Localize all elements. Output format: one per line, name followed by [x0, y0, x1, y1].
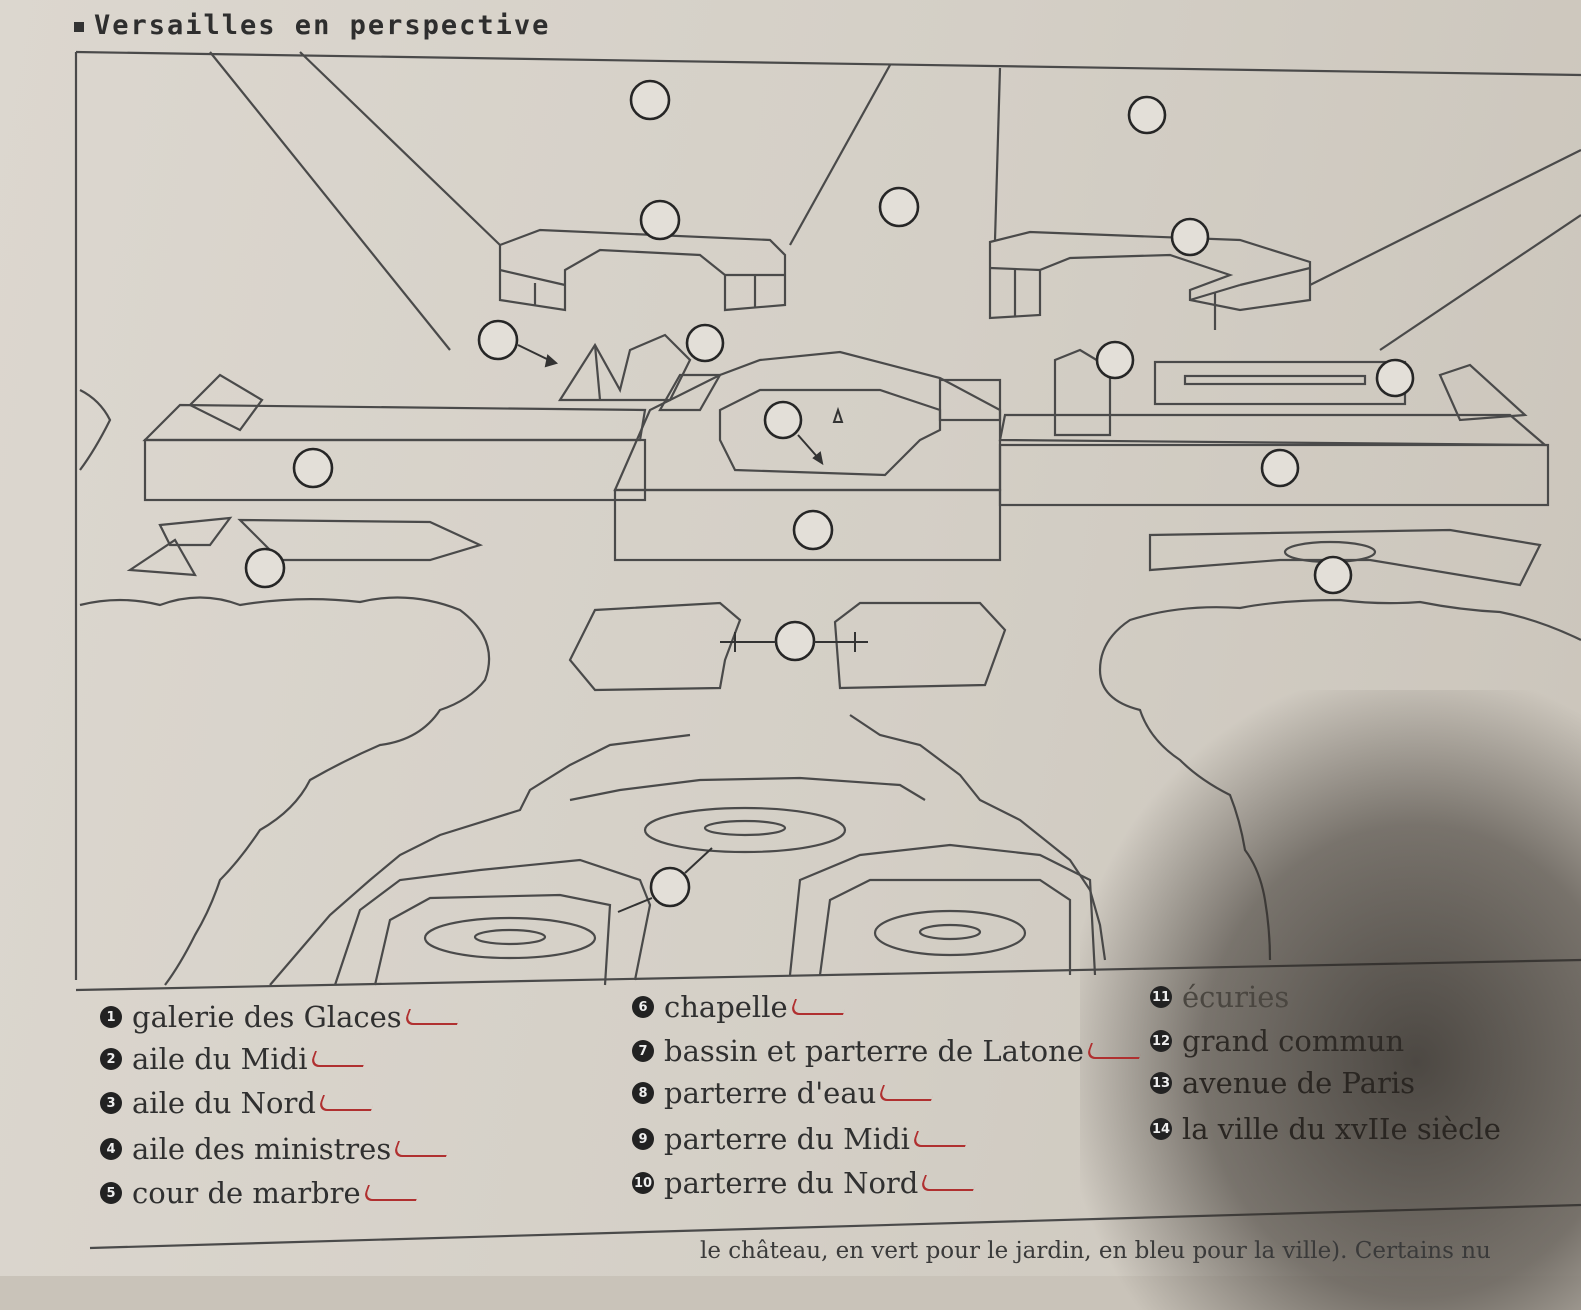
square-bullet-icon: [74, 21, 84, 32]
answer-circle[interactable]: [1095, 340, 1135, 380]
red-checkmark: [877, 1085, 938, 1101]
answer-circles: [244, 79, 1415, 908]
answer-circle[interactable]: [477, 319, 519, 361]
outbuildings: [188, 333, 1528, 437]
answer-circle[interactable]: [292, 447, 334, 489]
answer-circle[interactable]: [1127, 95, 1167, 135]
answer-circle[interactable]: [1260, 448, 1300, 488]
lower-garden: [269, 714, 1107, 986]
exercise-title: Versailles en perspective: [74, 10, 550, 41]
red-checkmark: [919, 1175, 980, 1191]
answer-circle[interactable]: [1375, 358, 1415, 398]
answer-circle[interactable]: [774, 620, 816, 662]
stables-right: [988, 230, 1312, 330]
red-checkmark: [402, 1009, 463, 1025]
versailles-plan-diagram: [74, 50, 1581, 1250]
answer-circle[interactable]: [878, 186, 920, 228]
red-checkmark: [392, 1141, 453, 1157]
answer-circle[interactable]: [792, 509, 834, 551]
stables-left: [498, 228, 787, 312]
answer-circle[interactable]: [763, 400, 803, 440]
footer-instruction-text: le château, en vert pour le jardin, en b…: [700, 1238, 1491, 1264]
answer-circle[interactable]: [244, 547, 286, 589]
avenues: [209, 51, 1581, 351]
answer-circle[interactable]: [629, 79, 671, 121]
red-checkmark: [910, 1131, 971, 1147]
answer-circle[interactable]: [649, 866, 691, 908]
answer-circle[interactable]: [1170, 217, 1210, 257]
red-checkmark: [1084, 1043, 1145, 1059]
palace: [142, 350, 1550, 562]
red-checkmark: [361, 1185, 422, 1201]
answer-circle[interactable]: [639, 199, 681, 241]
pointer-arrows: [517, 344, 868, 913]
red-checkmark: [788, 999, 849, 1015]
red-checkmark: [308, 1051, 369, 1067]
answer-circle[interactable]: [685, 323, 725, 363]
water-parterre: [568, 601, 1007, 692]
red-checkmark: [317, 1095, 377, 1111]
answer-circle[interactable]: [1313, 555, 1353, 595]
